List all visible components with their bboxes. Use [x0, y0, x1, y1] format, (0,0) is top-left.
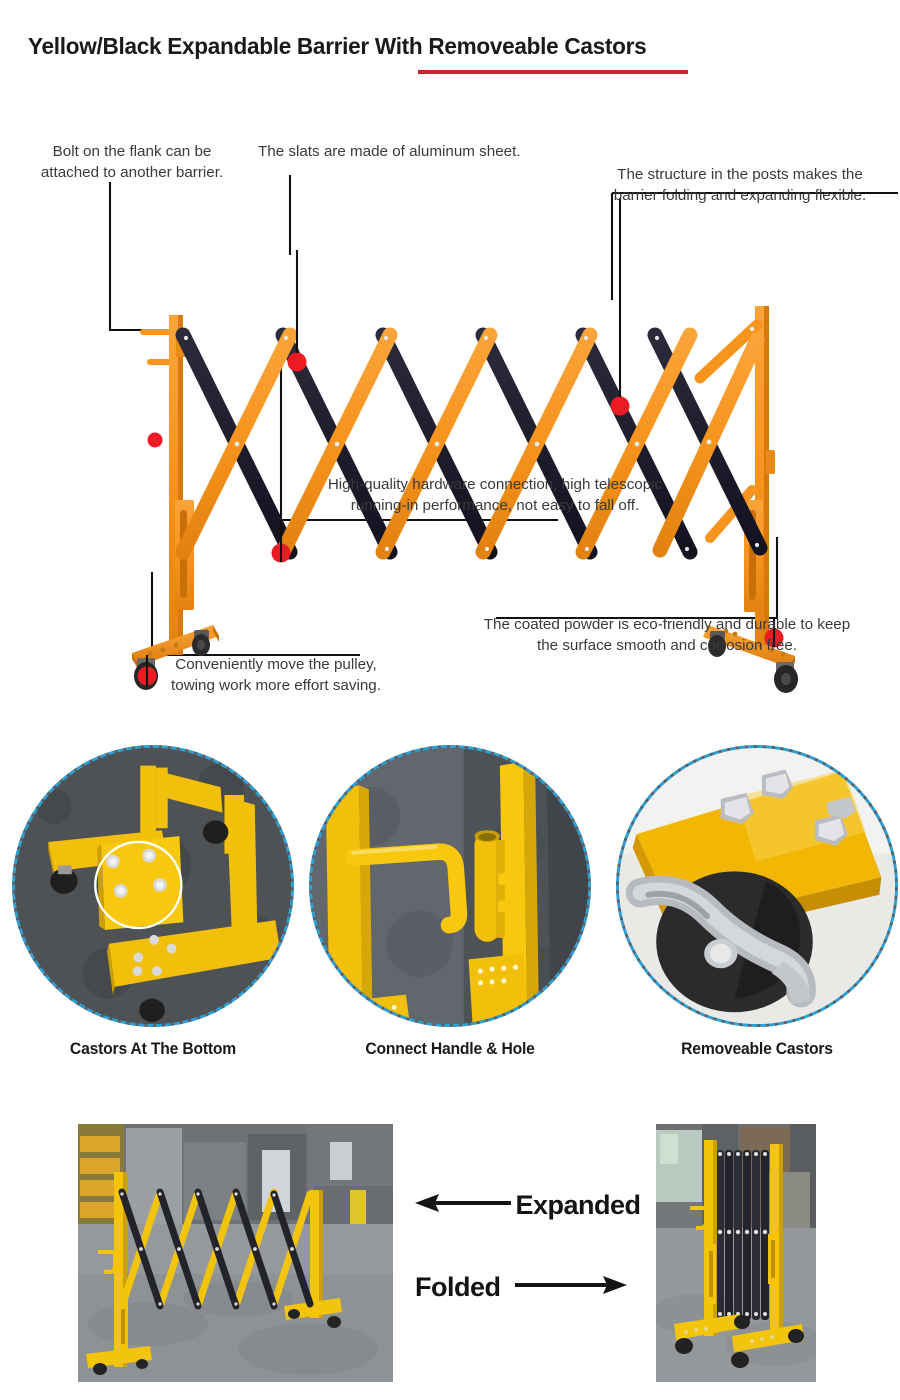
castor-right-rear	[708, 631, 726, 657]
page-header: Yellow/Black Expandable Barrier With Rem…	[0, 0, 900, 110]
expanded-label: Expanded	[515, 1190, 641, 1220]
page-title: Yellow/Black Expandable Barrier With Rem…	[28, 33, 647, 59]
detail-item-removeable-castors: Removeable Castors	[612, 745, 900, 1058]
detail-photo-connect-handle	[309, 745, 591, 1027]
photo-expanded-barrier	[78, 1124, 393, 1382]
castors-bottom-art	[15, 748, 291, 1024]
barrier-illustration-svg	[108, 175, 898, 693]
scissor-lattice	[175, 327, 768, 560]
detail-photo-row: Castors At The Bottom	[0, 745, 900, 1085]
callout-hardware: High-quality hardware connection, high t…	[327, 476, 663, 514]
right-post-assembly	[694, 306, 798, 693]
detail-photo-removeable-castors	[616, 745, 898, 1027]
hotspot-bolt-flank	[147, 432, 163, 448]
callout-bolt-flank: Bolt on the flank can be attached to ano…	[40, 143, 224, 181]
arrow-right-icon	[505, 1274, 627, 1301]
detail-item-castors-bottom: Castors At The Bottom	[8, 745, 298, 1058]
callout-powder-coat: The coated powder is eco-friendly and du…	[483, 616, 851, 654]
callout-slats: The slats are made of aluminum sheet.	[258, 143, 521, 160]
circle-wrap-2	[309, 745, 591, 1027]
arrow-row-folded: Folded	[415, 1272, 627, 1303]
photo-folded-barrier	[656, 1124, 816, 1382]
detail-caption-3: Removeable Castors	[681, 1040, 833, 1058]
connect-handle-art	[312, 748, 588, 1024]
arrow-left-icon	[415, 1192, 511, 1219]
hotspot-slats	[287, 352, 307, 372]
folded-barrier-photo-art	[656, 1124, 816, 1382]
arrow-row-expanded: Expanded	[415, 1190, 641, 1221]
castor-right-front	[774, 662, 798, 693]
removeable-castors-art	[619, 748, 895, 1024]
detail-item-connect-handle: Connect Handle & Hole	[305, 745, 595, 1058]
title-underline-rule	[418, 70, 688, 74]
compare-section: Expanded Folded	[0, 1120, 900, 1395]
circle-wrap-3	[616, 745, 898, 1027]
detail-caption-1: Castors At The Bottom	[69, 1040, 237, 1058]
castor-left-rear	[192, 630, 210, 656]
detail-photo-castors-bottom	[12, 745, 294, 1027]
hotspot-post-structure	[610, 396, 630, 416]
circle-wrap-1	[12, 745, 294, 1027]
expanded-barrier-photo-art	[78, 1124, 393, 1382]
callout-post-structure: The structure in the posts makes the bar…	[613, 166, 867, 204]
callout-pulley: Conveniently move the pulley, towing wor…	[171, 656, 381, 694]
hero-diagram: Bolt on the flank can be attached to ano…	[0, 110, 900, 725]
detail-caption-2: Connect Handle & Hole	[365, 1040, 535, 1058]
folded-label: Folded	[415, 1272, 501, 1302]
